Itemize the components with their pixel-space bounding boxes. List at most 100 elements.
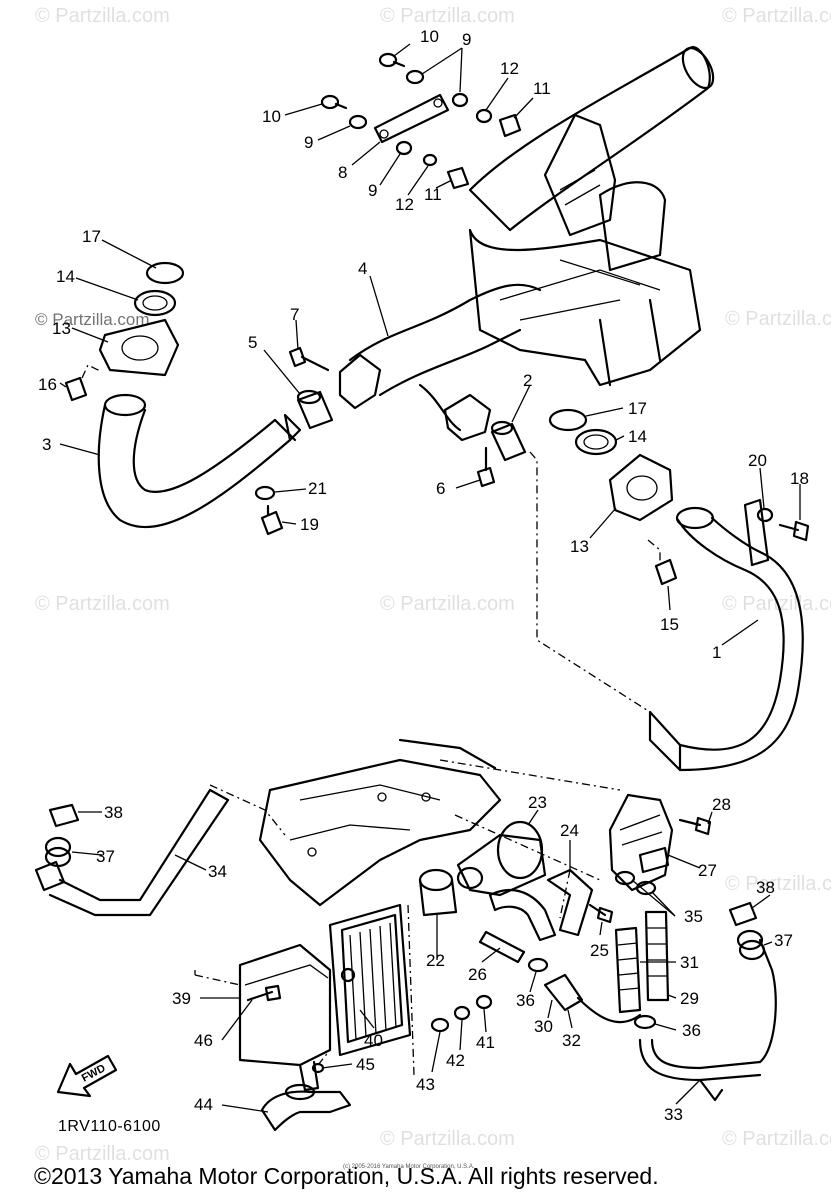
watermark: © Partzilla.com xyxy=(722,5,831,27)
callout-number: 31 xyxy=(680,953,699,972)
callout-number: 29 xyxy=(680,989,699,1008)
callout-number: 26 xyxy=(468,965,487,984)
callout-number: 12 xyxy=(500,59,519,78)
callout-number: 17 xyxy=(628,399,647,418)
washer-20-bolt-18 xyxy=(756,507,810,542)
watermark: © Partzilla.com xyxy=(35,593,170,615)
cylinder-head-outline xyxy=(258,738,502,907)
callout-number: 39 xyxy=(172,989,191,1008)
hose-22 xyxy=(418,868,458,917)
callout-number: 46 xyxy=(194,1031,213,1050)
callout-number: 14 xyxy=(56,267,75,286)
fwd-label: FWD xyxy=(80,1062,108,1084)
callout-number: 43 xyxy=(416,1075,435,1094)
callout-number: 10 xyxy=(262,107,281,126)
watermark-layer: © Partzilla.com © Partzilla.com © Partzi… xyxy=(35,5,831,1165)
callout-number: 10 xyxy=(420,27,439,46)
callout-number: 20 xyxy=(748,451,767,470)
watermark: © Partzilla.com xyxy=(35,310,150,329)
gasket-5 xyxy=(296,389,334,430)
element-40 xyxy=(328,903,412,1057)
fine-print: (c) 2005-2016 Yamaha Motor Corporation, … xyxy=(343,1164,475,1170)
joint-37-right xyxy=(736,929,766,961)
case-39 xyxy=(238,943,332,1092)
copyright-notice: ©2013 Yamaha Motor Corporation, U.S.A. A… xyxy=(34,1163,659,1189)
bolt-6 xyxy=(476,446,496,488)
fwd-arrow-icon: FWD xyxy=(56,1054,118,1098)
callout-number: 16 xyxy=(38,375,57,394)
callout-number: 4 xyxy=(358,259,367,278)
hardware-bolts-collars xyxy=(320,52,522,190)
washers-41-42-43 xyxy=(430,994,493,1033)
watermark: © Partzilla.com xyxy=(380,1128,515,1150)
watermark: © Partzilla.com xyxy=(380,593,515,615)
collar-16 xyxy=(64,376,88,402)
muffler-assembly xyxy=(468,46,715,387)
watermark: © Partzilla.com xyxy=(722,593,831,615)
screw-46 xyxy=(246,984,282,1002)
bracket-24 xyxy=(546,868,594,937)
callout-number: 12 xyxy=(395,195,414,214)
callout-number: 22 xyxy=(426,951,445,970)
callout-number: 40 xyxy=(364,1031,383,1050)
callout-number: 11 xyxy=(424,185,442,204)
callout-number: 3 xyxy=(42,435,51,454)
callout-number: 24 xyxy=(560,821,579,840)
callout-number: 9 xyxy=(304,133,313,152)
callout-number: 33 xyxy=(664,1105,683,1124)
flange-13-left xyxy=(98,318,180,377)
gaskets-14-17-left xyxy=(133,261,185,317)
callout-number: 37 xyxy=(774,931,793,950)
gasket-2 xyxy=(490,420,527,462)
watermark: © Partzilla.com xyxy=(722,1128,831,1150)
bracket-8 xyxy=(373,93,450,144)
callout-number: 17 xyxy=(82,227,101,246)
callout-number: 41 xyxy=(476,1033,495,1052)
callout-number: 28 xyxy=(712,795,731,814)
callout-number: 23 xyxy=(528,793,547,812)
callout-number: 15 xyxy=(660,615,679,634)
callout-number: 11 xyxy=(533,79,551,98)
clamps-35 xyxy=(614,870,657,896)
watermark: © Partzilla.com xyxy=(35,5,170,27)
diagram-code: 1RV110-6100 xyxy=(58,1118,161,1135)
callout-number: 6 xyxy=(436,479,445,498)
clamp-36-right xyxy=(633,1014,657,1030)
callout-number: 19 xyxy=(300,515,319,534)
callout-number: 32 xyxy=(562,1031,581,1050)
gaskets-14-17-right xyxy=(548,408,618,456)
callout-number: 30 xyxy=(534,1017,553,1036)
callout-number: 38 xyxy=(756,878,775,897)
callout-number: 27 xyxy=(698,861,717,880)
bolt-7 xyxy=(288,346,330,372)
watermark: © Partzilla.com xyxy=(35,1143,170,1165)
callout-number: 44 xyxy=(194,1095,213,1114)
callout-number: 42 xyxy=(446,1051,465,1070)
watermark: © Partzilla.com xyxy=(725,873,831,895)
hose-30-32 xyxy=(543,973,642,1024)
callout-number: 21 xyxy=(308,479,327,498)
collar-15 xyxy=(654,558,678,586)
exhaust-pipe-3 xyxy=(97,393,302,529)
exhaust-pipe-1 xyxy=(648,498,804,772)
leader-lines xyxy=(59,43,801,1113)
bolt-28 xyxy=(678,816,712,836)
callout-number: 8 xyxy=(338,163,347,182)
air-hose-34 xyxy=(48,788,230,917)
hose-44 xyxy=(260,1083,352,1132)
hose-29 xyxy=(644,910,670,1002)
watermark: © Partzilla.com xyxy=(725,308,831,330)
callout-number: 34 xyxy=(208,862,227,881)
reed-valve-23 xyxy=(456,820,547,897)
callout-number: 36 xyxy=(682,1021,701,1040)
callout-number: 35 xyxy=(684,907,703,926)
flange-13-right xyxy=(608,453,674,522)
callout-number: 37 xyxy=(96,847,115,866)
callout-number: 7 xyxy=(290,305,299,324)
callout-number: 14 xyxy=(628,427,647,446)
callout-number: 13 xyxy=(52,319,71,338)
hose-elbow xyxy=(488,888,557,942)
pump-27 xyxy=(608,793,674,892)
clamp-38-right xyxy=(728,901,758,927)
